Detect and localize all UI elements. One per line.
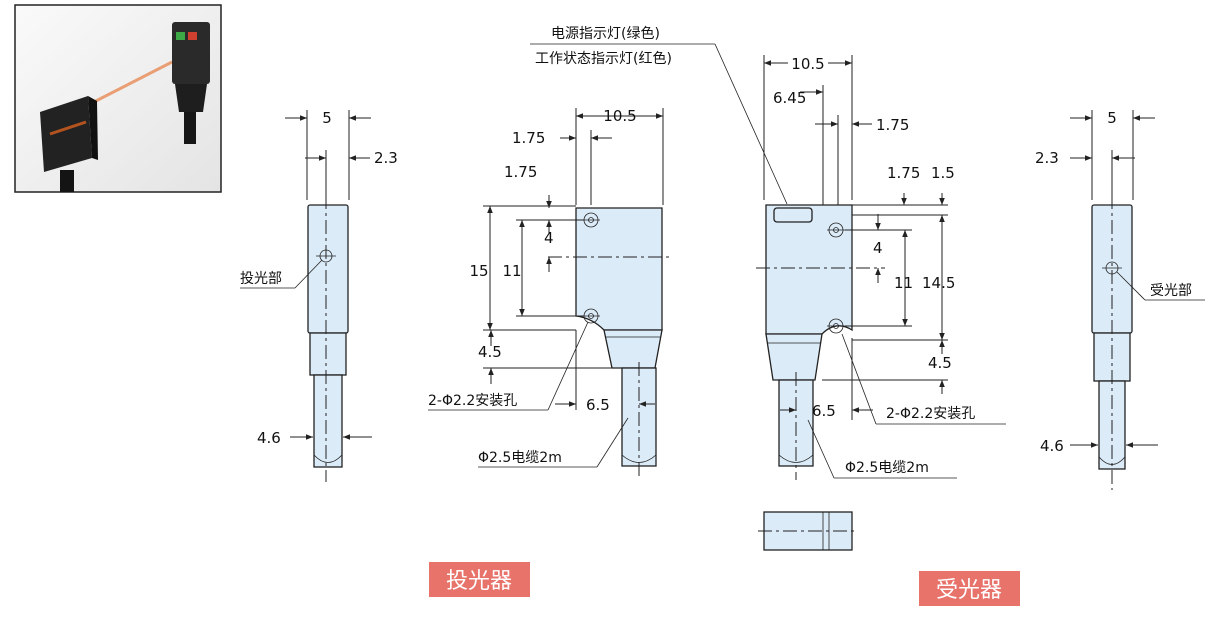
receiver-center-to-hole: 4 — [873, 239, 883, 257]
receiver-front-width: 10.5 — [791, 55, 824, 73]
receiver-cable-dia: 4.6 — [1040, 437, 1064, 455]
receiver-cable-offset: 6.5 — [812, 402, 836, 420]
emitter-bottom-gap: 4.5 — [478, 343, 502, 361]
receiver-front-view: 电源指示灯(绿色) 工作状态指示灯(红色) 10.5 6.45 1.75 — [530, 25, 1020, 606]
emitter-center-to-hole: 4 — [544, 229, 554, 247]
receiver-bottom-gap: 4.5 — [928, 354, 952, 372]
emitter-hole-to-hole: 11 — [502, 262, 521, 280]
emitter-title-bg — [429, 562, 530, 597]
receiver-side-width: 5 — [1107, 109, 1117, 127]
receiver-title: 受光器 — [936, 578, 1002, 603]
receiver-side-view: 5 2.3 受光部 4.6 — [1035, 109, 1205, 490]
emitter-side-view: 5 2.3 投光部 4.6 — [240, 109, 398, 482]
receiver-title-bg — [919, 571, 1020, 606]
emitter-hole-edge-y: 1.75 — [504, 163, 537, 181]
emitter-front-view: 10.5 1.75 15 11 1.75 4 — [428, 107, 670, 597]
receiver-side-lens-offset: 2.3 — [1035, 149, 1059, 167]
status-led-label: 工作状态指示灯(红色) — [535, 50, 672, 67]
receiver-hole-label: 2-Φ2.2安装孔 — [886, 406, 975, 422]
receiver-cable-label: Φ2.5电缆2m — [845, 460, 929, 476]
product-photo — [14, 4, 222, 193]
receiver-lens-label: 受光部 — [1150, 283, 1192, 299]
emitter-cable-dia: 4.6 — [257, 429, 281, 447]
emitter-front-width: 10.5 — [603, 107, 636, 125]
emitter-side-lens-offset: 2.3 — [374, 149, 398, 167]
emitter-title: 投光器 — [446, 569, 512, 594]
emitter-hole-label: 2-Φ2.2安装孔 — [428, 393, 517, 409]
power-led-label: 电源指示灯(绿色) — [551, 25, 660, 42]
receiver-hole-edge-y: 1.75 — [887, 164, 920, 182]
emitter-side-width: 5 — [322, 109, 332, 127]
emitter-cable-label: Φ2.5电缆2m — [478, 450, 562, 466]
emitter-hole-edge-x: 1.75 — [512, 129, 545, 147]
receiver-top-gap: 1.5 — [931, 164, 955, 182]
emitter-lens-label: 投光部 — [240, 271, 282, 287]
receiver-hole-to-hole: 11 — [894, 274, 913, 292]
emitter-height: 15 — [469, 262, 488, 280]
receiver-left-to-hole: 6.45 — [773, 89, 806, 107]
receiver-hole-edge-x: 1.75 — [876, 116, 909, 134]
emitter-cable-offset: 6.5 — [586, 396, 610, 414]
receiver-height: 14.5 — [922, 274, 955, 292]
